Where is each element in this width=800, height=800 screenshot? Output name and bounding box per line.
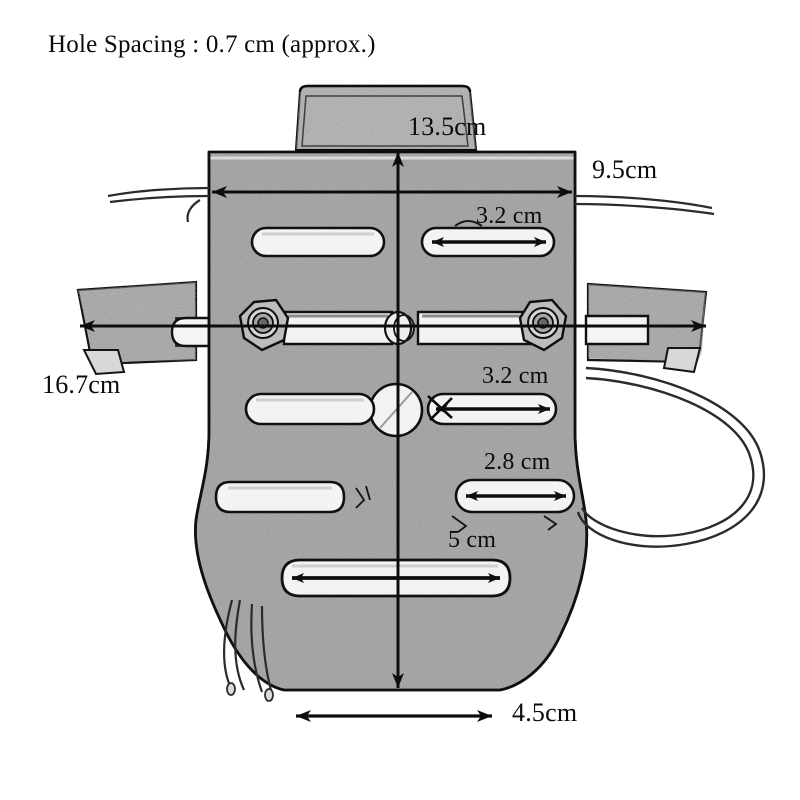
wire-loop <box>576 366 766 548</box>
top-mounting-tab <box>294 84 478 152</box>
slot-bottom-long <box>280 558 512 598</box>
surface-scratch-marks <box>355 485 558 533</box>
diagram-title: Hole Spacing : 0.7 cm (approx.) <box>48 31 376 58</box>
dimension-label-slot-bottom: 5 cm <box>448 527 497 553</box>
dimension-label-overall-width: 16.7cm <box>42 370 121 399</box>
dimension-label-width-top: 13.5cm <box>408 112 487 141</box>
slot-middle-right <box>426 392 558 426</box>
slot-lower-right <box>454 478 576 514</box>
top-left-wire <box>107 186 210 223</box>
dimension-label-width-bottom: 4.5cm <box>512 698 578 727</box>
top-right-wire <box>574 194 715 216</box>
bottom-wire-leads <box>222 599 274 702</box>
slot-middle-left <box>244 392 376 426</box>
slot-upper-left <box>250 226 386 258</box>
slot-lower-left <box>214 480 346 514</box>
dimension-label-slot-lower-right: 2.8 cm <box>484 449 551 475</box>
dimension-label-right-tab: 9.5cm <box>592 155 658 184</box>
dimension-label-slot-upper-right: 3.2 cm <box>476 203 543 229</box>
dimension-label-slot-middle-right: 3.2 cm <box>482 363 549 389</box>
slot-upper-right <box>420 220 556 258</box>
center-round-hole <box>368 382 424 438</box>
